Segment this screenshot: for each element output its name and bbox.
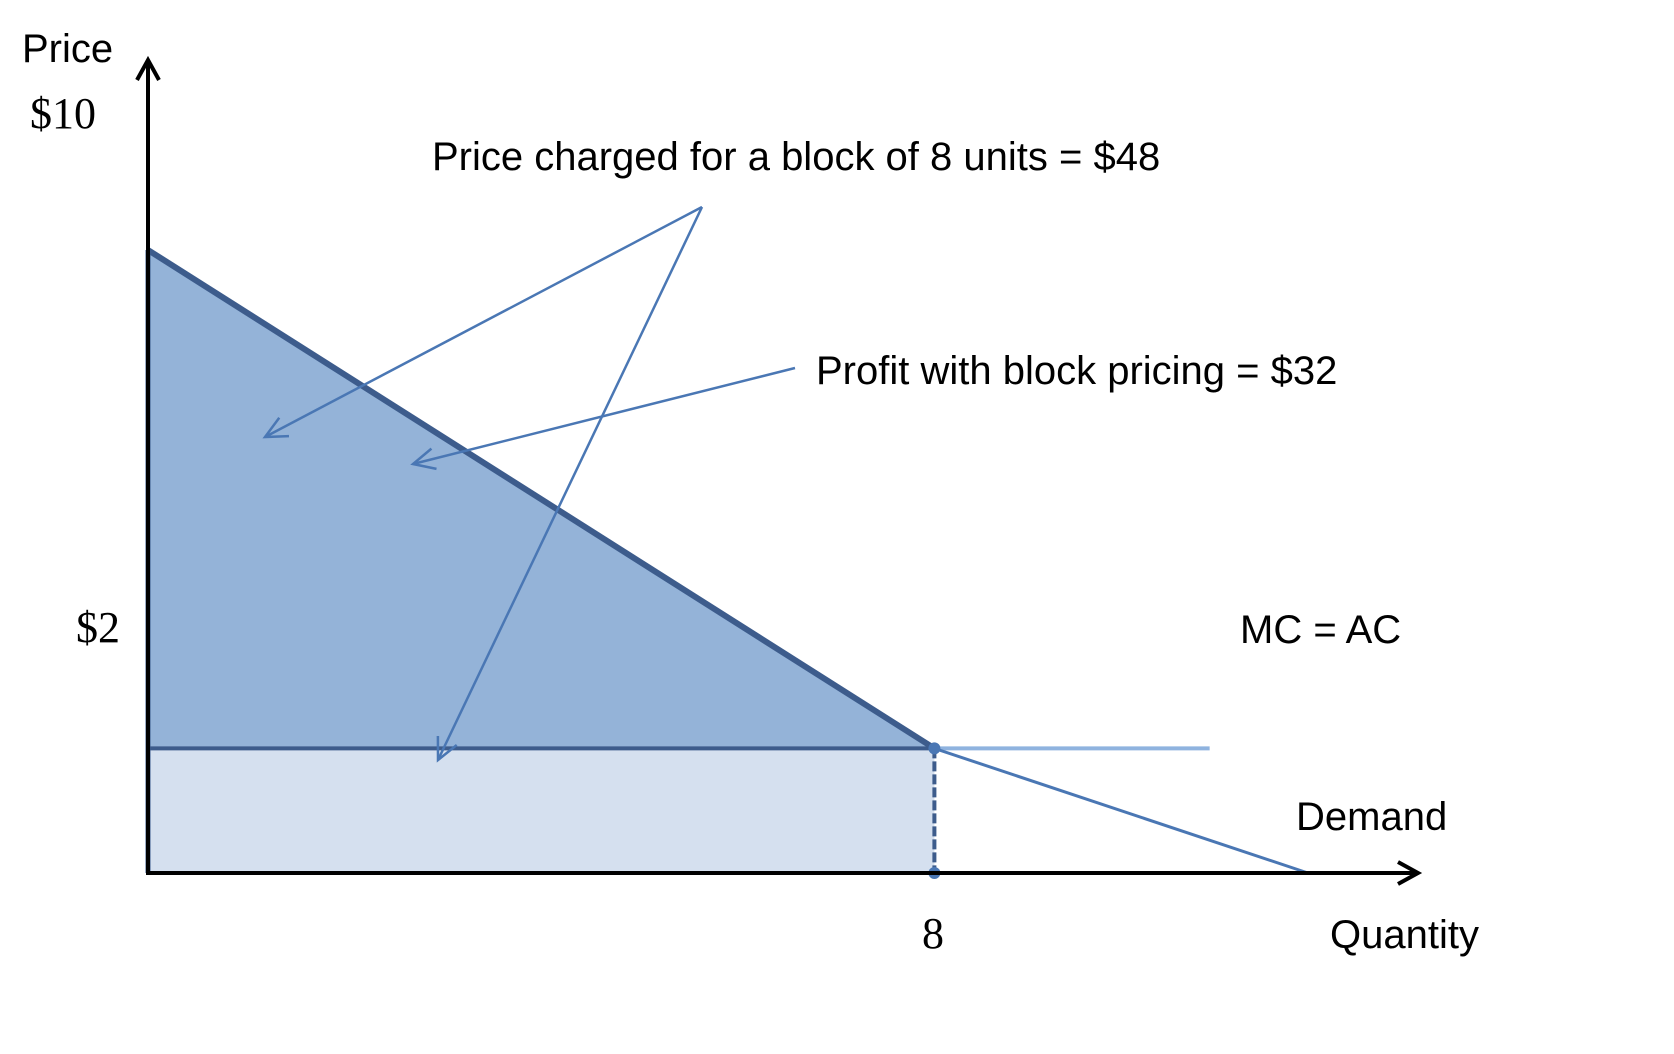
- mc-ac-label: MC = AC: [1240, 608, 1401, 652]
- y-tick-label-2: $2: [76, 603, 120, 652]
- price-arrow-to-profit-area: [264, 205, 703, 439]
- profit-arrow-line-head: [410, 447, 437, 471]
- intersection-point: [928, 742, 941, 755]
- y-axis-label: Price: [22, 27, 113, 71]
- profit-arrow-line: [412, 366, 796, 466]
- profit-block-arrow: [410, 366, 796, 471]
- price-arrow-to-profit-area-head: [262, 416, 290, 439]
- x-axis-label: Quantity: [1330, 913, 1479, 957]
- x-axis-arrowhead: [1397, 860, 1423, 886]
- price-block-annotation: Price charged for a block of 8 units = $…: [432, 135, 1160, 179]
- profit-block-annotation: Profit with block pricing = $32: [816, 349, 1337, 393]
- demand-upper-edge: [146, 247, 937, 751]
- price-arrow-to-cost-area-head: [436, 735, 458, 763]
- cost-region: [148, 748, 935, 873]
- demand-label: Demand: [1296, 795, 1447, 839]
- y-tick-label-10: $10: [30, 89, 96, 138]
- x-tick-label-8: 8: [922, 909, 944, 958]
- price-block-arrows: [262, 205, 704, 763]
- price-arrow-to-cost-area: [436, 206, 704, 761]
- y-axis-arrowhead: [135, 55, 161, 81]
